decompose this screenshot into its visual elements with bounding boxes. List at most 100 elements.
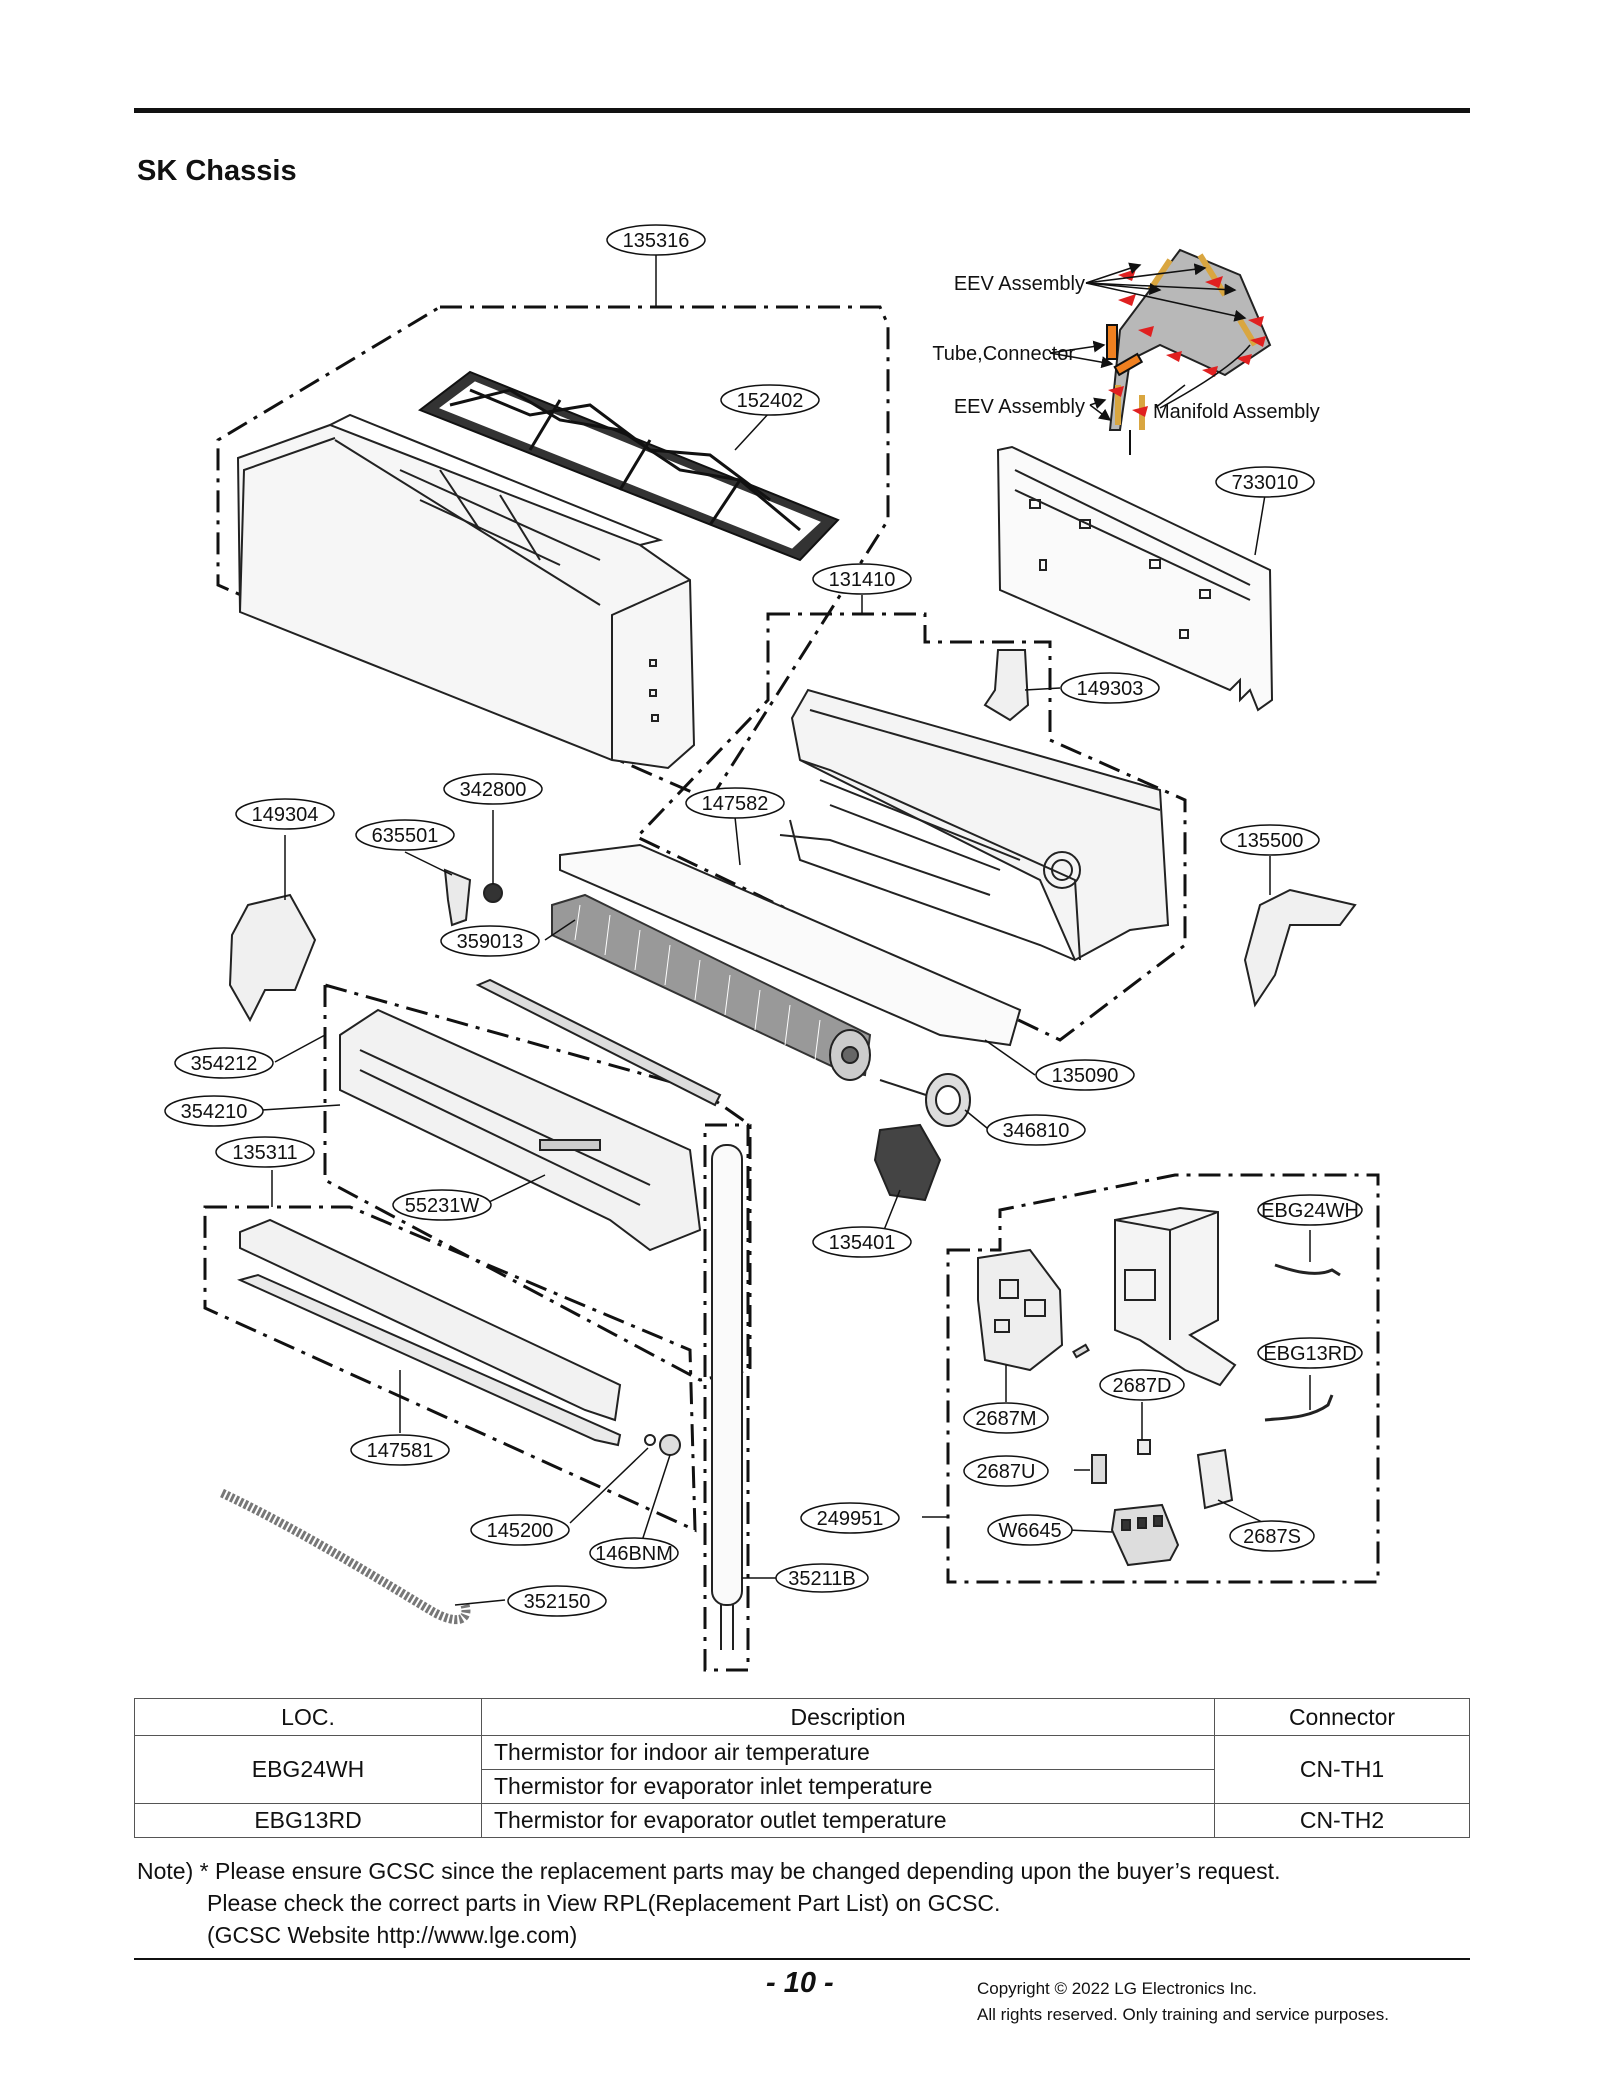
callout-35211B: 35211B	[775, 1563, 869, 1593]
callout-2687M: 2687M	[963, 1402, 1049, 1434]
svg-text:354212: 354212	[191, 1053, 258, 1075]
section-title: SK Chassis	[137, 155, 297, 187]
copyright-line-2: All rights reserved. Only training and s…	[977, 2005, 1389, 2024]
filter-grille-part	[417, 370, 840, 562]
display-2687s-part	[1196, 1448, 1234, 1510]
callout-145200: 145200	[470, 1514, 570, 1546]
svg-text:145200: 145200	[487, 1520, 554, 1542]
label-eev-assembly-top: EEV Assembly	[954, 273, 1085, 295]
callout-EBG24WH: EBG24WH	[1257, 1194, 1363, 1226]
leader-lines	[261, 255, 1311, 1606]
parts-art	[220, 248, 1357, 1650]
callout-147581: 147581	[350, 1434, 450, 1466]
callout-2687D: 2687D	[1099, 1369, 1185, 1401]
svg-text:635501: 635501	[372, 825, 439, 847]
callout-135500: 135500	[1220, 824, 1320, 856]
front-panel-part	[236, 413, 696, 770]
svg-text:147582: 147582	[702, 793, 769, 815]
parts-table: LOC. Description Connector EBG24WH Therm…	[134, 1698, 1470, 1838]
svg-text:354210: 354210	[181, 1101, 248, 1123]
note-line-1: Note) * Please ensure GCSC since the rep…	[137, 1858, 1281, 1884]
label-eev-assembly-bottom: EEV Assembly	[954, 396, 1085, 418]
table-row: EBG13RD Thermistor for evaporator outlet…	[134, 1803, 1470, 1838]
clip-635501-part	[443, 868, 472, 927]
callout-55231W: 55231W	[392, 1189, 492, 1221]
callout-146BNM: 146BNM	[589, 1537, 679, 1569]
cell-connector: CN-TH2	[1214, 1803, 1470, 1838]
callouts: 135316 152402 733010 131410 149303 34280…	[164, 224, 1363, 1617]
table-row: EBG24WH Thermistor for indoor air temper…	[134, 1735, 1470, 1804]
svg-text:149304: 149304	[252, 804, 319, 826]
group-front-panel	[216, 305, 890, 802]
fan-motor-part	[879, 1073, 971, 1127]
thermistor-ebg24wh-part	[1274, 1263, 1341, 1277]
cell-loc: EBG24WH	[134, 1735, 482, 1804]
svg-text:146BNM: 146BNM	[595, 1543, 673, 1565]
callout-149303: 149303	[1060, 672, 1160, 704]
label-tube-connector: Tube,Connector	[932, 343, 1075, 365]
pcb-main-part	[977, 1248, 1064, 1372]
side-bracket-135500-part	[1243, 888, 1357, 1008]
note-block: Note) * Please ensure GCSC since the rep…	[137, 1855, 1280, 1951]
callout-135401: 135401	[812, 1226, 912, 1258]
control-box-part	[1114, 1206, 1237, 1387]
header-connector: Connector	[1214, 1698, 1470, 1736]
note-line-2: Please check the correct parts in View R…	[207, 1890, 1001, 1916]
cell-connector: CN-TH1	[1214, 1735, 1470, 1804]
receiver-2687u-part	[1091, 1454, 1107, 1484]
thermistor-ebg13rd-part	[1264, 1394, 1334, 1422]
callout-135090: 135090	[1035, 1059, 1135, 1091]
cell-description: Thermistor for indoor air temperature	[481, 1735, 1215, 1770]
evaporator-part	[339, 978, 722, 1252]
svg-text:135090: 135090	[1052, 1065, 1119, 1087]
svg-text:2687U: 2687U	[977, 1461, 1036, 1483]
callout-2687S: 2687S	[1229, 1520, 1315, 1552]
note-line-3: (GCSC Website http://www.lge.com)	[207, 1922, 578, 1948]
callout-135316: 135316	[606, 224, 706, 256]
callout-W6645: W6645	[987, 1514, 1073, 1546]
callout-342800: 342800	[443, 773, 543, 805]
callout-131410: 131410	[812, 563, 912, 595]
page-number: - 10 -	[766, 1967, 834, 1999]
callout-352150: 352150	[507, 1585, 607, 1617]
table-row: Thermistor for evaporator inlet temperat…	[135, 1769, 1470, 1804]
svg-text:346810: 346810	[1003, 1120, 1070, 1142]
svg-text:EBG24WH: EBG24WH	[1261, 1200, 1359, 1222]
copyright: Copyright © 2022 LG Electronics Inc. All…	[977, 1976, 1389, 2028]
cell-loc: EBG13RD	[134, 1803, 482, 1838]
svg-text:135311: 135311	[232, 1142, 297, 1164]
svg-text:131410: 131410	[829, 569, 896, 591]
side-bracket-149304-part	[228, 893, 317, 1023]
group-chassis	[634, 612, 1187, 1042]
callout-147582: 147582	[685, 787, 785, 819]
svg-text:2687M: 2687M	[975, 1408, 1036, 1430]
manifold-assembly-part	[1106, 248, 1272, 455]
motor-cover-part	[873, 1123, 942, 1202]
copyright-line-1: Copyright © 2022 LG Electronics Inc.	[977, 1979, 1257, 1998]
svg-text:2687S: 2687S	[1243, 1526, 1301, 1548]
header-description: Description	[481, 1698, 1215, 1736]
group-electrical	[946, 1173, 1380, 1584]
svg-text:55231W: 55231W	[405, 1195, 480, 1217]
callout-EBG13RD: EBG13RD	[1257, 1337, 1363, 1369]
svg-text:342800: 342800	[460, 779, 527, 801]
installation-plate-part	[996, 445, 1274, 712]
exploded-parts-diagram: 135316 152402 733010 131410 149303 34280…	[164, 224, 1380, 1672]
drain-hose-part	[220, 1488, 471, 1624]
callout-149304: 149304	[235, 798, 335, 830]
svg-text:35211B: 35211B	[788, 1568, 855, 1590]
callout-354212: 354212	[174, 1047, 274, 1079]
svg-text:EBG13RD: EBG13RD	[1263, 1343, 1356, 1365]
callout-152402: 152402	[720, 384, 820, 416]
svg-text:149303: 149303	[1077, 678, 1144, 700]
sensor-2687d-part	[1137, 1439, 1151, 1455]
callout-135311: 135311	[215, 1136, 315, 1168]
top-rule	[134, 108, 1470, 113]
svg-text:733010: 733010	[1232, 472, 1299, 494]
callout-346810: 346810	[986, 1114, 1086, 1146]
svg-text:147581: 147581	[367, 1440, 434, 1462]
group-louver	[203, 1205, 697, 1533]
table-header-row: LOC. Description Connector	[134, 1698, 1470, 1736]
callout-635501: 635501	[355, 819, 455, 851]
svg-text:135500: 135500	[1237, 830, 1304, 852]
